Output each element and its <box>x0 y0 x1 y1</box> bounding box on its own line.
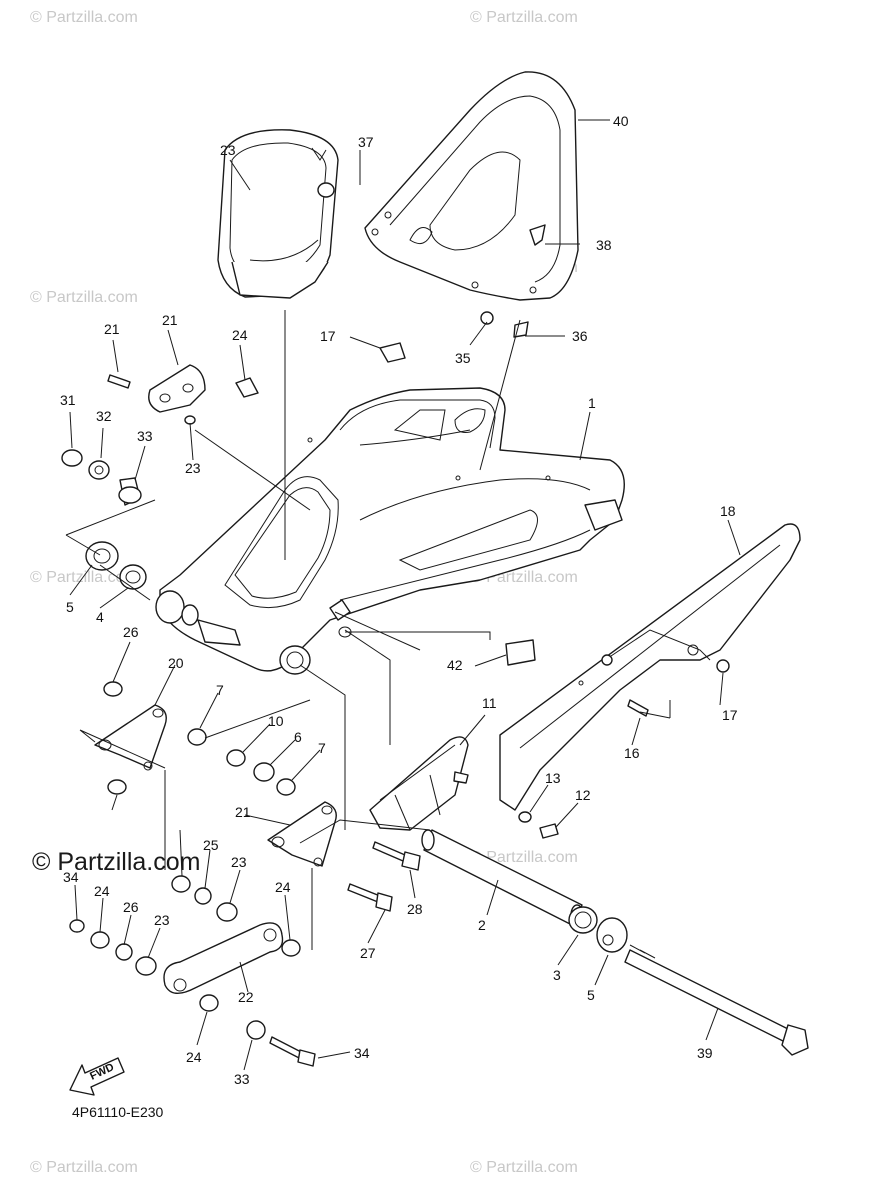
callout-label: 42 <box>447 657 463 673</box>
watermark-text: © Partzilla.com <box>470 9 578 26</box>
callout-label: 35 <box>455 350 471 366</box>
callout-label: 23 <box>185 460 201 476</box>
callout-label: 20 <box>168 655 184 671</box>
link-plates <box>94 704 337 867</box>
diagram-code: 4P61110-E230 <box>72 1104 164 1120</box>
connecting-rod <box>163 922 284 994</box>
callout-label: 25 <box>203 837 219 853</box>
callout-label: 38 <box>596 237 612 253</box>
callout-label: 22 <box>238 989 254 1005</box>
callout-label: 36 <box>572 328 588 344</box>
bearings-left <box>61 449 147 590</box>
callout-label: 7 <box>318 740 326 756</box>
air-duct-cover <box>217 129 339 299</box>
bearings-right <box>568 906 628 953</box>
callout-leaders <box>69 119 741 1071</box>
callout-label: 12 <box>575 787 591 803</box>
callout-label: 18 <box>720 503 736 519</box>
chain-guard <box>499 523 801 811</box>
callout-label: 16 <box>624 745 640 761</box>
pivot-bolt <box>624 944 809 1056</box>
chain-slider <box>369 736 469 831</box>
callout-label: 2 <box>478 917 486 933</box>
callout-label: 26 <box>123 624 139 640</box>
callout-label: 37 <box>358 134 374 150</box>
callout-label: 24 <box>232 327 248 343</box>
callout-label: 6 <box>294 729 302 745</box>
watermark-text: © Partzilla.com <box>30 569 138 586</box>
callout-label: 24 <box>186 1049 202 1065</box>
swingarm-main <box>155 387 625 675</box>
watermark-text: © Partzilla.com <box>470 1159 578 1176</box>
callout-label: 3 <box>553 967 561 983</box>
callout-label: 10 <box>268 713 284 729</box>
small-parts <box>69 639 730 1067</box>
callout-label: 27 <box>360 945 376 961</box>
callout-labels: 40 37 23 38 17 36 35 24 21 21 23 31 32 3… <box>60 113 738 1087</box>
callout-label: 23 <box>154 912 170 928</box>
callout-label: 7 <box>216 682 224 698</box>
callout-label: 1 <box>588 395 596 411</box>
callout-label: 34 <box>63 869 79 885</box>
callout-label: 5 <box>66 599 74 615</box>
callout-label: 21 <box>162 312 178 328</box>
callout-label: 39 <box>697 1045 713 1061</box>
callout-label: 13 <box>545 770 561 786</box>
callout-label: 33 <box>137 428 153 444</box>
watermark-text: © Partzilla.com <box>30 9 138 26</box>
callout-label: 24 <box>275 879 291 895</box>
callout-label: 17 <box>722 707 738 723</box>
watermark-text: © Partzilla.com <box>30 289 138 306</box>
watermark-text: © Partzilla.com <box>30 1159 138 1176</box>
callout-label: 4 <box>96 609 104 625</box>
callout-label: 26 <box>123 899 139 915</box>
rear-fender <box>364 71 579 301</box>
callout-label: 33 <box>234 1071 250 1087</box>
callout-label: 11 <box>482 695 497 711</box>
callout-label: 28 <box>407 901 423 917</box>
callout-label: 21 <box>235 804 251 820</box>
callout-label: 5 <box>587 987 595 1003</box>
callout-label: 32 <box>96 408 112 424</box>
callout-label: 31 <box>60 392 76 408</box>
callout-label: 40 <box>613 113 629 129</box>
pivot-shaft <box>421 829 584 926</box>
alignment-lines <box>65 310 671 950</box>
fwd-arrow-icon: FWD <box>69 1057 125 1096</box>
bracket-plate <box>107 182 546 425</box>
callout-label: 21 <box>104 321 120 337</box>
watermark-main: © Partzilla.com <box>32 848 200 876</box>
callout-label: 23 <box>231 854 247 870</box>
callout-label: 17 <box>320 328 336 344</box>
callout-label: 34 <box>354 1045 370 1061</box>
callout-label: 23 <box>220 142 236 158</box>
callout-label: 24 <box>94 883 110 899</box>
